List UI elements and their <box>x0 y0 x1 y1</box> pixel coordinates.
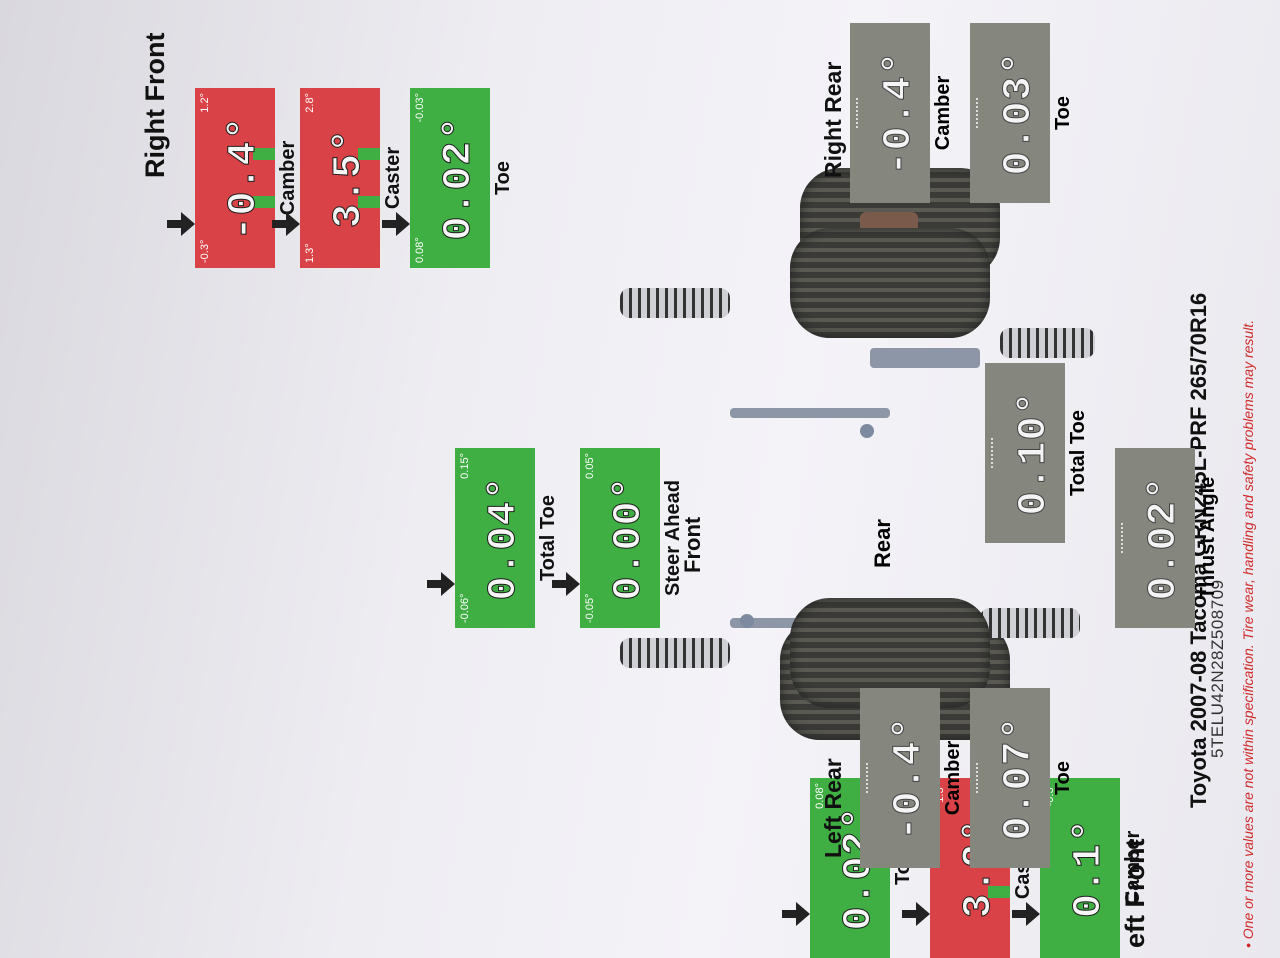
gauge-label: Thrust Angle <box>1197 476 1219 600</box>
spec-ticks <box>1121 523 1123 553</box>
warning-text: One or more values are not within specif… <box>1240 319 1256 940</box>
gauge-box: 0.03° <box>970 23 1050 203</box>
spec-warning: • One or more values are not within spec… <box>1240 8 1256 948</box>
spec-ticks <box>856 98 858 128</box>
gauge-label: Camber <box>932 75 954 151</box>
left-rear-camber-gauge: -0.4° Camber <box>860 688 965 868</box>
right-rear-toe-gauge: 0.03° Toe <box>970 23 1075 203</box>
gauge-value: -0.4° <box>887 715 933 841</box>
spec-ticks <box>991 438 993 468</box>
rear-total-toe-gauge: 0.10° Total Toe <box>985 363 1090 543</box>
gauge-label: Toe <box>1052 95 1074 131</box>
rear-thrust-angle-gauge: 0.02° Thrust Angle <box>1115 448 1220 628</box>
gauge-value: 0.10° <box>1012 390 1058 516</box>
gauge-label: Toe <box>1052 760 1074 796</box>
spec-ticks <box>866 763 868 793</box>
gauge-value: 0.03° <box>997 50 1043 176</box>
gauge-box: -0.4° <box>860 688 940 868</box>
right-rear-camber-gauge: -0.4° Camber <box>850 23 955 203</box>
spec-ticks <box>976 98 978 128</box>
spec-ticks <box>976 763 978 793</box>
gauge-box: 0.10° <box>985 363 1065 543</box>
left-rear-toe-gauge: 0.07° Toe <box>970 688 1075 868</box>
warning-bullet: • <box>1240 943 1256 948</box>
rear-section-title: Rear <box>870 519 895 568</box>
gauge-label: Total Toe <box>1067 410 1089 496</box>
gauge-box: 0.02° <box>1115 448 1195 628</box>
gauge-value: 0.02° <box>1142 475 1188 601</box>
gauge-label: Camber <box>942 740 964 816</box>
gauge-value: 0.07° <box>997 715 1043 841</box>
gauge-value: -0.4° <box>877 50 923 176</box>
gauge-box: -0.4° <box>850 23 930 203</box>
gauge-box: 0.07° <box>970 688 1050 868</box>
